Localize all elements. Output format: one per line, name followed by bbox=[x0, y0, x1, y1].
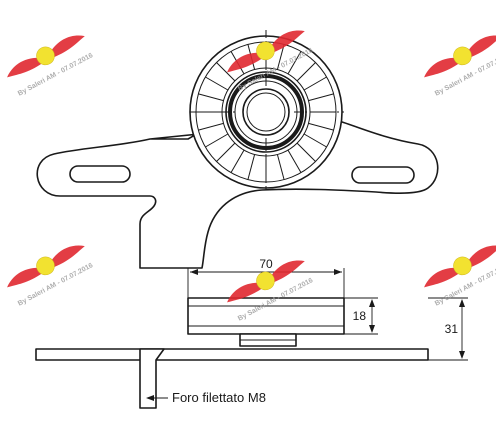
pulley-rib bbox=[198, 122, 224, 131]
watermark-wing-left bbox=[227, 52, 263, 73]
pulley-rib bbox=[296, 62, 316, 82]
watermark-wing-right bbox=[467, 245, 496, 268]
pulley-rib bbox=[205, 76, 229, 91]
callout-threaded-hole: Foro filettato M8 bbox=[146, 390, 266, 405]
pulley-rib bbox=[303, 76, 327, 91]
pulley-side-view bbox=[35, 297, 429, 409]
watermark-logo: By Saleri AM - 07.07.2016 bbox=[7, 245, 94, 308]
pulley-rib bbox=[276, 44, 285, 70]
right-slot bbox=[351, 166, 415, 184]
watermark-logo: By Saleri AM - 07.07.2016 bbox=[424, 35, 496, 98]
callout-label: Foro filettato M8 bbox=[172, 390, 266, 405]
pulley-rib bbox=[303, 133, 327, 148]
watermark-wing-left bbox=[424, 57, 460, 78]
height-dimension-label: 18 bbox=[353, 309, 367, 323]
watermark-wing-right bbox=[50, 35, 85, 58]
pulley-rib bbox=[296, 142, 316, 162]
pulley-rib bbox=[308, 93, 334, 102]
dimension-offset: 31 bbox=[428, 297, 468, 361]
watermark-badge bbox=[453, 46, 472, 66]
pulley-rib bbox=[216, 62, 236, 82]
watermark-wing-right bbox=[270, 260, 305, 283]
width-dimension-label: 70 bbox=[259, 257, 273, 271]
pulley-rib bbox=[247, 154, 256, 180]
pulley-rib bbox=[287, 51, 302, 75]
watermark-badge bbox=[256, 271, 275, 291]
watermark-wing-left bbox=[424, 267, 460, 288]
watermark-badge bbox=[453, 256, 472, 276]
left-slot bbox=[69, 165, 131, 183]
watermark-wing-left bbox=[227, 282, 263, 303]
watermark-text: By Saleri AM - 07.07.2016 bbox=[17, 262, 94, 308]
watermark-wing-right bbox=[270, 30, 305, 53]
watermark-wing-left bbox=[7, 57, 43, 78]
pulley-rib bbox=[205, 133, 229, 148]
pulley-rib bbox=[198, 93, 224, 102]
watermark-wing-right bbox=[467, 35, 496, 58]
watermark-badge bbox=[36, 256, 55, 276]
dimension-height: 18 bbox=[344, 297, 378, 335]
pulley-rib bbox=[276, 154, 285, 180]
pulley-rib bbox=[216, 142, 236, 162]
watermark-badge bbox=[36, 46, 55, 66]
pulley-rib bbox=[230, 149, 245, 173]
watermark-badge bbox=[256, 41, 275, 61]
watermark-logo: By Saleri AM - 07.07.2016 bbox=[7, 35, 94, 98]
pulley-rib bbox=[287, 149, 302, 173]
watermark-wing-right bbox=[50, 245, 85, 268]
offset-dimension-label: 31 bbox=[445, 322, 459, 336]
watermark-wing-left bbox=[7, 267, 43, 288]
pulley-rib bbox=[308, 122, 334, 131]
watermark-text: By Saleri AM - 07.07.2016 bbox=[17, 52, 94, 98]
